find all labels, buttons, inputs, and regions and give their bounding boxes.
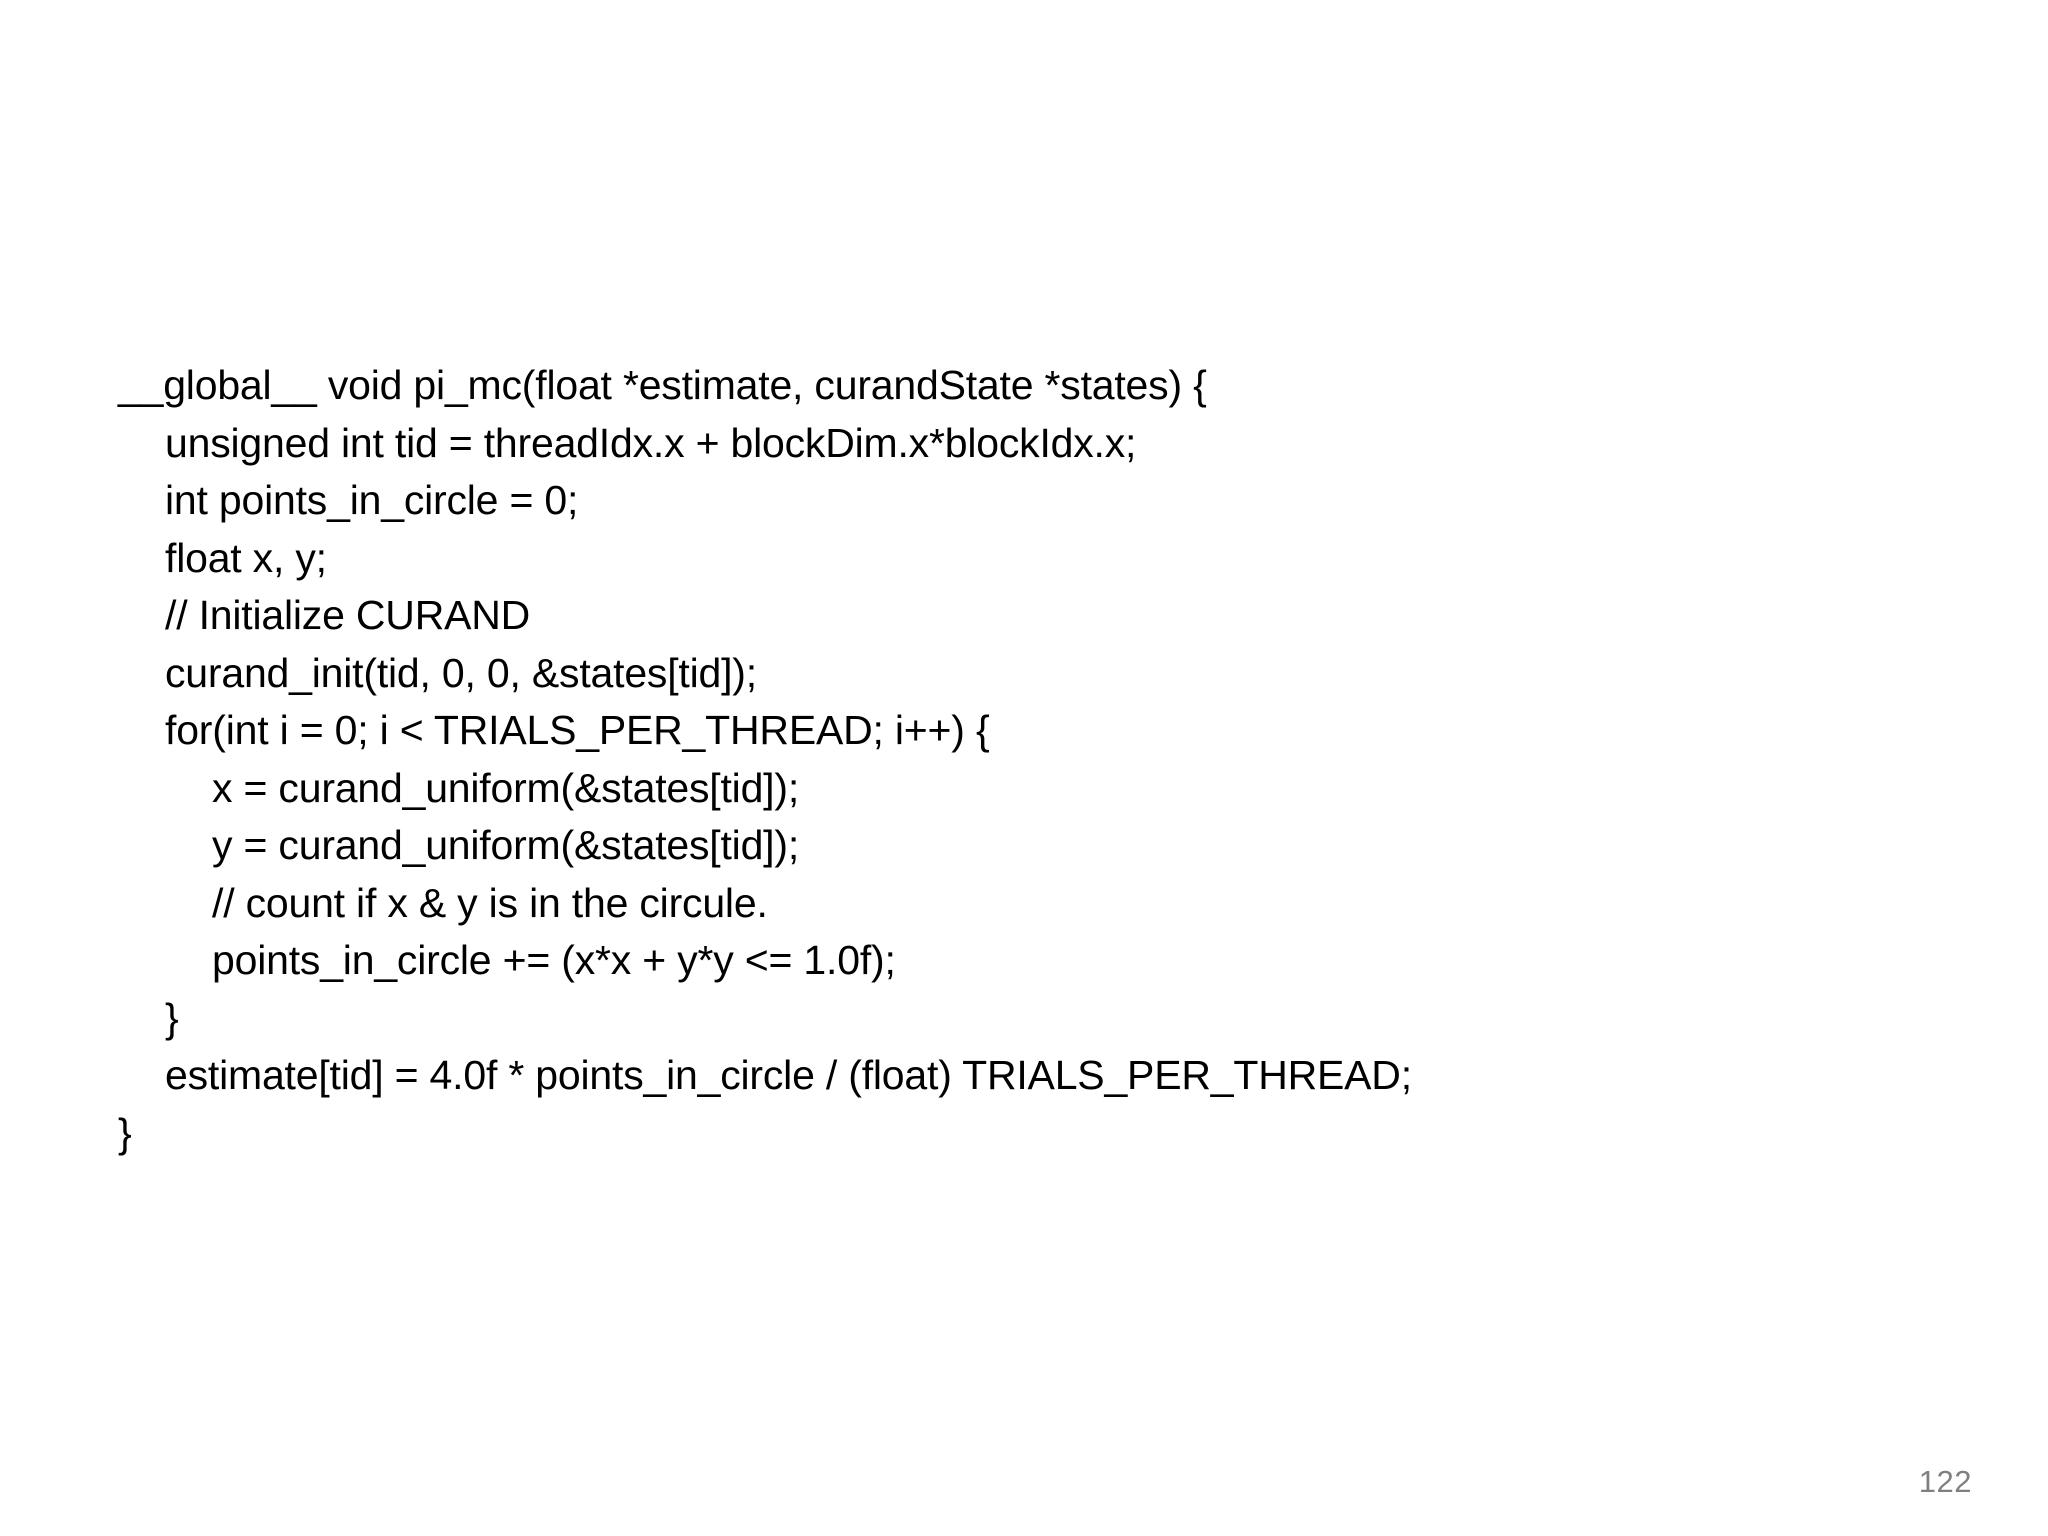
code-line: __global__ void pi_mc(float *estimate, c… xyxy=(118,362,1207,408)
code-line: // count if x & y is in the circule. xyxy=(212,879,768,926)
code-block: __global__ void pi_mc(float *estimate, c… xyxy=(118,357,1938,1162)
code-line: x = curand_uniform(&states[tid]); xyxy=(212,764,800,811)
code-line: } xyxy=(118,1109,132,1156)
page-number: 122 xyxy=(1918,1464,1972,1499)
code-line: y = curand_uniform(&states[tid]); xyxy=(212,822,800,868)
code-line: float x, y; xyxy=(165,534,327,581)
code-line: unsigned int tid = threadIdx.x + blockDi… xyxy=(165,419,1137,466)
code-line: int points_in_circle = 0; xyxy=(165,477,579,523)
code-line: estimate[tid] = 4.0f * points_in_circle … xyxy=(165,1052,1412,1098)
code-line: for(int i = 0; i < TRIALS_PER_THREAD; i+… xyxy=(165,707,990,753)
code-line: points_in_circle += (x*x + y*y <= 1.0f); xyxy=(212,937,896,983)
code-line: curand_init(tid, 0, 0, &states[tid]); xyxy=(165,649,757,696)
code-line: // Initialize CURAND xyxy=(165,592,531,638)
code-line: } xyxy=(165,994,179,1041)
